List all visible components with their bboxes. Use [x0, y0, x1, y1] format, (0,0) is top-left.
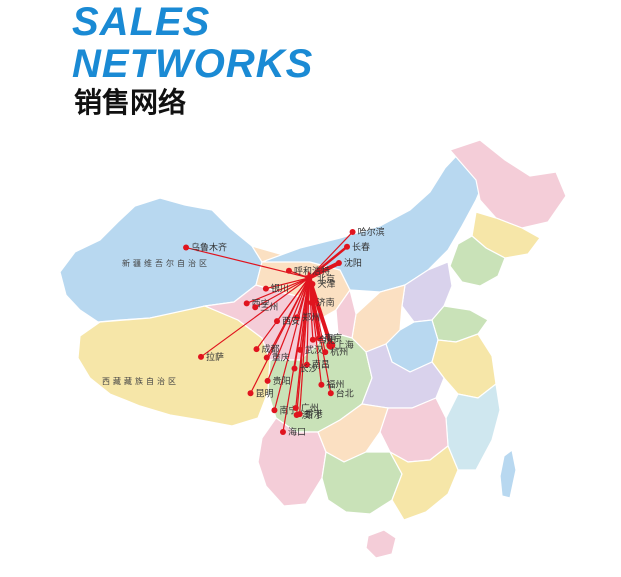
province-heilongjiang: [448, 139, 567, 229]
city-label: 郑州: [302, 311, 320, 323]
city-label: 上海: [336, 339, 354, 351]
city-dot: [316, 335, 323, 342]
city-label: 重庆: [272, 352, 290, 364]
province-guangxi: [321, 451, 403, 515]
city-label: 长沙: [300, 362, 318, 374]
city-dot: [253, 346, 260, 353]
title-sales: SALES: [72, 0, 211, 44]
city-label: 银川: [271, 283, 289, 295]
title-chinese: 销售网络: [74, 86, 187, 119]
province-liaoning: [449, 235, 506, 287]
city-dot: [318, 381, 325, 388]
region-label-tibet: 西藏藏族自治区: [102, 376, 179, 386]
city-dot: [292, 404, 299, 411]
route-line: [273, 277, 310, 411]
city-label: 昆明: [256, 388, 274, 399]
city-dot: [335, 260, 342, 267]
city-label: 呼和浩特: [294, 265, 330, 277]
city-dot: [294, 314, 301, 321]
route-line: [308, 231, 354, 279]
city-dot: [285, 267, 292, 274]
province-guangdong: [388, 445, 459, 521]
city-dot: [308, 299, 315, 306]
city-label: 哈尔滨: [358, 226, 385, 238]
city-markers: 乌鲁木齐哈尔滨长春沈阳呼和浩特天津银川西宁兰州济南郑州西安上海南京合肥杭州武汉成…: [183, 226, 385, 438]
city-dot: [309, 280, 316, 287]
route-line: [306, 277, 310, 365]
city-label: 南昌: [312, 359, 330, 371]
city-label: 香港: [305, 408, 323, 420]
city-dot: [344, 243, 351, 250]
city-label: 武汉: [305, 344, 323, 356]
city-dot: [309, 336, 316, 343]
route-line: [256, 277, 310, 350]
province-shapes: [59, 139, 567, 559]
city-label: 贵阳: [273, 375, 291, 387]
region-label-xinjiang: 新疆维吾尔自治区: [122, 258, 210, 268]
route-line: [296, 277, 310, 416]
city-label: 台北: [336, 387, 354, 399]
route-line: [246, 277, 310, 304]
city-label: 兰州: [260, 301, 278, 313]
hub-star-icon: [302, 270, 316, 284]
route-line: [308, 261, 340, 280]
city-label: 济南: [317, 297, 335, 309]
city-dot: [322, 349, 329, 356]
route-line: [254, 277, 310, 308]
city-dot: [271, 407, 278, 414]
hub-label: 北京: [317, 273, 335, 285]
route-line: [282, 277, 310, 433]
city-dot: [274, 318, 281, 325]
title-networks: NETWORKS: [72, 42, 314, 86]
city-label: 澳门: [302, 409, 320, 421]
province-ningxia: [335, 288, 357, 339]
city-label: 长春: [352, 241, 370, 253]
route-line: [200, 277, 310, 358]
city-label: 广州: [301, 402, 319, 414]
city-dot: [279, 429, 286, 435]
city-label: 拉萨: [206, 351, 224, 363]
province-hainan: [365, 529, 397, 559]
city-label: 乌鲁木齐: [191, 242, 227, 254]
route-line: [249, 277, 310, 394]
city-label: 沈阳: [344, 257, 362, 269]
province-jiangsu: [431, 333, 497, 399]
city-dot: [293, 411, 300, 418]
city-dot: [252, 304, 259, 311]
city-label: 杭州: [330, 346, 348, 358]
route-line: [267, 277, 310, 382]
city-dot: [291, 365, 298, 372]
city-dot: [247, 390, 254, 397]
city-dot: [243, 300, 250, 307]
route-line: [308, 277, 323, 385]
city-dot: [326, 340, 336, 350]
city-label: 成都: [262, 343, 280, 355]
city-label: 海口: [288, 426, 306, 438]
city-dot: [262, 285, 269, 292]
city-dot: [297, 346, 304, 353]
route-line: [307, 277, 333, 346]
route-line: [265, 277, 310, 290]
city-label: 天津: [317, 279, 335, 290]
province-taiwan: [499, 448, 517, 499]
city-dot: [349, 229, 356, 236]
hub-marker: 北京: [302, 270, 335, 285]
city-dot: [197, 353, 204, 360]
province-zhejiang: [445, 382, 501, 471]
city-label: 合肥: [318, 334, 336, 346]
city-dot: [263, 354, 270, 361]
city-dot: [264, 377, 271, 384]
province-tibet: [77, 305, 271, 427]
city-label: 南京: [324, 332, 342, 344]
province-hubei: [361, 343, 445, 409]
sales-routes: [185, 231, 354, 433]
city-dot: [303, 361, 310, 368]
city-dot: [183, 244, 190, 251]
city-dot: [327, 390, 334, 397]
city-label: 福州: [326, 379, 344, 391]
city-label: 西安: [282, 315, 300, 327]
